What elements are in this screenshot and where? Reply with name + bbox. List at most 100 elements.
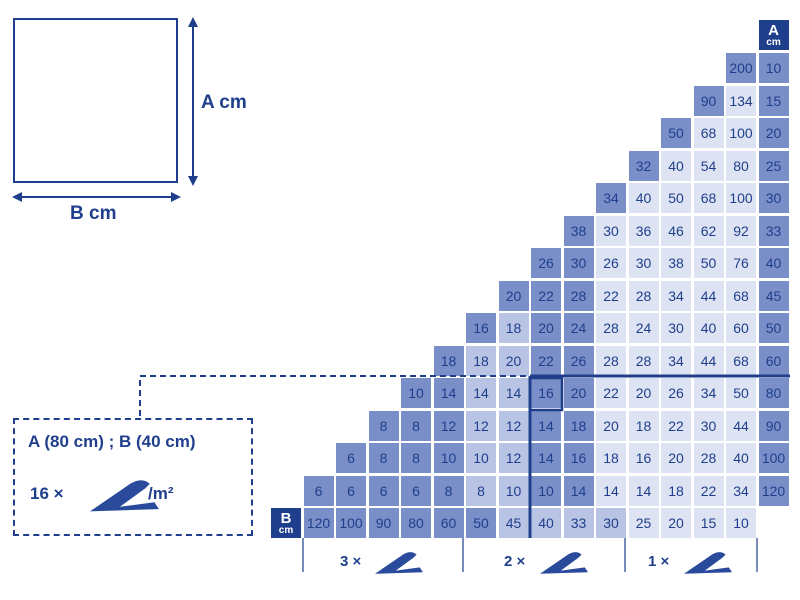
- b-value-cell: 33: [562, 507, 595, 539]
- table-cell: 18: [562, 409, 595, 442]
- table-cell: 6: [367, 474, 400, 507]
- table-cell: 20: [660, 442, 692, 474]
- table-cell: 6: [302, 474, 335, 507]
- table-cell: 34: [725, 474, 757, 507]
- table-cell: 28: [595, 344, 627, 377]
- table-cell: 14: [595, 474, 627, 507]
- table-cell: 90: [692, 84, 725, 117]
- table-cell: 14: [562, 474, 595, 507]
- table-cell: 20: [562, 377, 595, 409]
- table-cell: 68: [725, 344, 757, 377]
- b-value-cell: 20: [660, 507, 692, 539]
- table-cell: 18: [660, 474, 692, 507]
- b-value-cell: 60: [432, 507, 465, 539]
- table-cell: 6: [335, 442, 367, 474]
- table-cell: 22: [660, 409, 692, 442]
- b-value-cell: 40: [530, 507, 562, 539]
- wedge-icon: [375, 552, 423, 574]
- table-cell: 14: [627, 474, 660, 507]
- b-value-cell: 30: [595, 507, 627, 539]
- table-cell: 40: [627, 182, 660, 214]
- table-cell: 46: [660, 214, 692, 247]
- table-cell: 22: [530, 279, 562, 312]
- table-cell: 10: [400, 377, 432, 409]
- b-value-cell: 50: [465, 507, 497, 539]
- example-highlight-cell: [528, 376, 564, 412]
- table-cell: 50: [692, 247, 725, 279]
- table-cell: 34: [595, 182, 627, 214]
- table-cell: 18: [497, 312, 530, 344]
- table-cell: 18: [432, 344, 465, 377]
- table-cell: 34: [660, 344, 692, 377]
- b-value-cell: 45: [497, 507, 530, 539]
- table-cell: 24: [562, 312, 595, 344]
- a-value-cell: 45: [757, 279, 790, 312]
- table-cell: 20: [530, 312, 562, 344]
- table-cell: 18: [595, 442, 627, 474]
- a-value-cell: 120: [757, 474, 790, 507]
- table-cell: 12: [497, 442, 530, 474]
- b-header-cell-letter: B: [280, 509, 292, 527]
- table-cell: 30: [595, 214, 627, 247]
- table-cell: 20: [595, 409, 627, 442]
- table-cell: 80: [725, 149, 757, 182]
- table-cell: 10: [497, 474, 530, 507]
- table-cell: 14: [432, 377, 465, 409]
- size-square: [13, 18, 178, 183]
- table-cell: 30: [692, 409, 725, 442]
- table-cell: 8: [367, 442, 400, 474]
- table-cell: 26: [595, 247, 627, 279]
- b-value-cell: 120: [302, 507, 335, 539]
- a-value-cell: 90: [757, 409, 790, 442]
- table-cell: 40: [692, 312, 725, 344]
- table-cell: 68: [725, 279, 757, 312]
- a-value-cell: 20: [757, 117, 790, 149]
- table-cell: 44: [692, 344, 725, 377]
- table-cell: 6: [335, 474, 367, 507]
- table-cell: 22: [692, 474, 725, 507]
- table-cell: 40: [725, 442, 757, 474]
- table-cell: 40: [660, 149, 692, 182]
- table-cell: 28: [692, 442, 725, 474]
- table-cell: 26: [562, 344, 595, 377]
- example-count: 16 ×: [30, 484, 64, 503]
- table-cell: 8: [400, 409, 432, 442]
- table-cell: 14: [465, 377, 497, 409]
- table-cell: 134: [725, 84, 757, 117]
- table-cell: 10: [530, 474, 562, 507]
- table-cell: 100: [725, 117, 757, 149]
- zone-label-1: 1 ×: [648, 553, 670, 570]
- a-header-cell-unit: cm: [766, 36, 781, 48]
- b-value-cell: 80: [400, 507, 432, 539]
- table-cell: 28: [627, 279, 660, 312]
- table-cell: 44: [692, 279, 725, 312]
- b-header-cell-unit: cm: [278, 524, 294, 536]
- table-cell: 76: [725, 247, 757, 279]
- table-cell: 30: [660, 312, 692, 344]
- table-cell: 24: [627, 312, 660, 344]
- table-cell: 14: [497, 377, 530, 409]
- table-cell: 8: [367, 409, 400, 442]
- table-cell: 10: [465, 442, 497, 474]
- a-value-cell: 100: [757, 442, 790, 474]
- table-cell: 8: [400, 442, 432, 474]
- table-cell: 22: [595, 377, 627, 409]
- wedge-icon: [540, 552, 588, 574]
- table-cell: 30: [562, 247, 595, 279]
- table-cell: 6: [400, 474, 432, 507]
- table-cell: 38: [562, 214, 595, 247]
- table-cell: 50: [660, 182, 692, 214]
- b-value-cell: 90: [367, 507, 400, 539]
- table-cell: 16: [465, 312, 497, 344]
- a-value-cell: 30: [757, 182, 790, 214]
- a-value-cell: 10: [757, 52, 790, 84]
- table-cell: 28: [627, 344, 660, 377]
- example-leader-line: [139, 375, 530, 416]
- table-cell: 14: [530, 442, 562, 474]
- table-cell: 68: [692, 117, 725, 149]
- table-cell: 22: [595, 279, 627, 312]
- b-value-cell: 100: [335, 507, 367, 539]
